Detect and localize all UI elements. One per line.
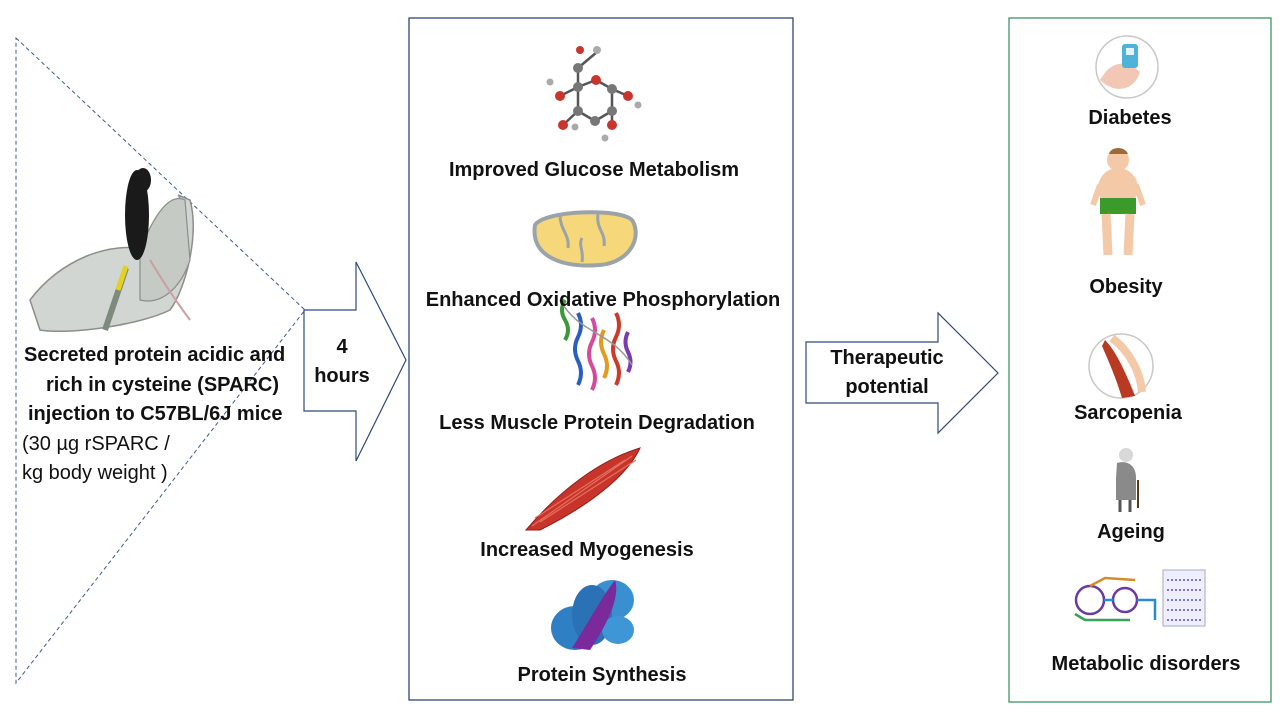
protein-structure-icon [559, 298, 633, 391]
dose-line2: kg body weight ) [22, 462, 168, 484]
condition-diabetes: Diabetes [1088, 107, 1172, 129]
intervention-title-line3: injection to C57BL/6J mice [28, 403, 283, 425]
condition-obesity: Obesity [1089, 276, 1163, 298]
condition-metabolic-disorders: Metabolic disorders [1051, 653, 1241, 675]
mouse-injection-icon [29, 168, 194, 333]
therapeutic-arrow [805, 311, 999, 435]
glucose-molecule-icon [546, 46, 642, 142]
time-arrow-number: 4 [336, 336, 348, 358]
intervention-triangle [15, 36, 306, 685]
leg-muscle-icon [1088, 333, 1154, 399]
elderly-person-icon [1116, 448, 1139, 512]
time-arrow [303, 261, 407, 462]
therapeutic-arrow-line1: Therapeutic [830, 347, 944, 369]
protein-complex-icon [551, 580, 634, 650]
time-arrow-unit: hours [314, 365, 370, 387]
intervention-title-line2: rich in cysteine (SPARC) [46, 374, 280, 396]
condition-ageing: Ageing [1097, 521, 1165, 543]
muscle-fiber-icon [524, 447, 641, 531]
effect-myogenesis: Increased Myogenesis [480, 539, 694, 561]
obese-person-icon [1090, 148, 1146, 256]
condition-sarcopenia: Sarcopenia [1074, 402, 1182, 424]
effect-protein-synthesis: Protein Synthesis [517, 664, 687, 686]
metabolic-pathway-icon [1074, 569, 1206, 627]
effect-protein-degradation: Less Muscle Protein Degradation [439, 412, 755, 434]
glucose-meter-icon [1095, 35, 1159, 99]
intervention-title-line1: Secreted protein acidic and [24, 344, 286, 366]
mitochondrion-icon [532, 210, 638, 268]
dose-line1: (30 µg rSPARC / [22, 433, 170, 455]
effect-oxphos: Enhanced Oxidative Phosphorylation [425, 289, 781, 311]
therapeutic-arrow-line2: potential [845, 376, 929, 398]
effect-glucose: Improved Glucose Metabolism [448, 159, 740, 181]
